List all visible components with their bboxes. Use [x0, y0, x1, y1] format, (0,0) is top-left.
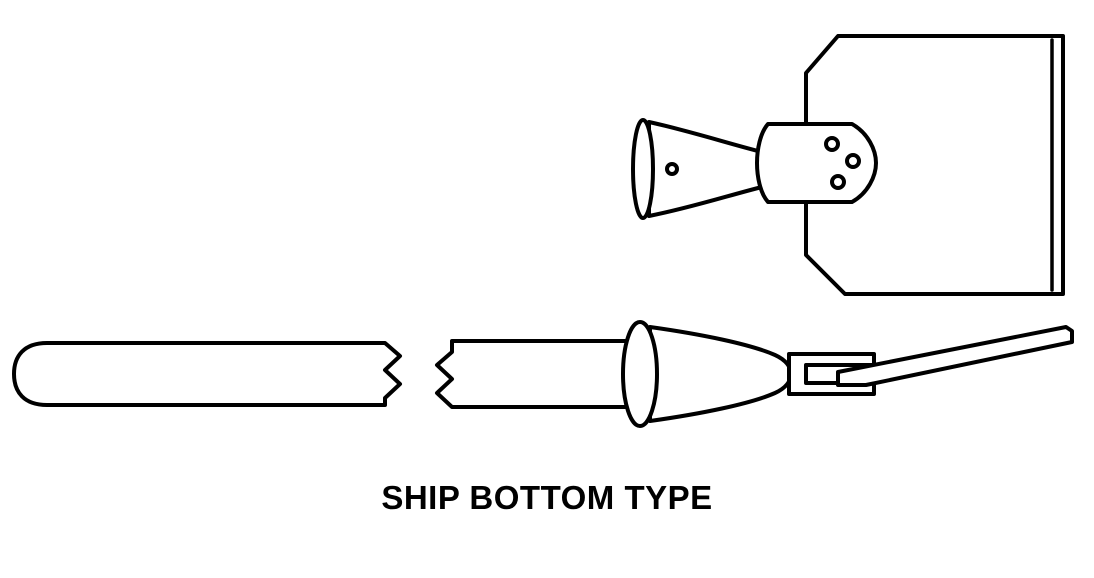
rivet-hole [845, 153, 861, 169]
ferrule [755, 122, 878, 204]
handle-end-cap [631, 118, 655, 220]
handle-hole [665, 162, 679, 176]
blade-shank-angled [836, 325, 1074, 387]
rivet-hole [824, 136, 840, 152]
handle-shank-right [435, 339, 642, 409]
plan-view [631, 34, 1065, 296]
figure-caption: SHIP BOTTOM TYPE [381, 479, 712, 516]
rivet-hole [830, 174, 846, 190]
side-view [12, 320, 1074, 428]
blade-plate [804, 34, 1065, 296]
handle-collar-ring [621, 320, 659, 428]
handle-shank-broken-left [12, 341, 402, 407]
